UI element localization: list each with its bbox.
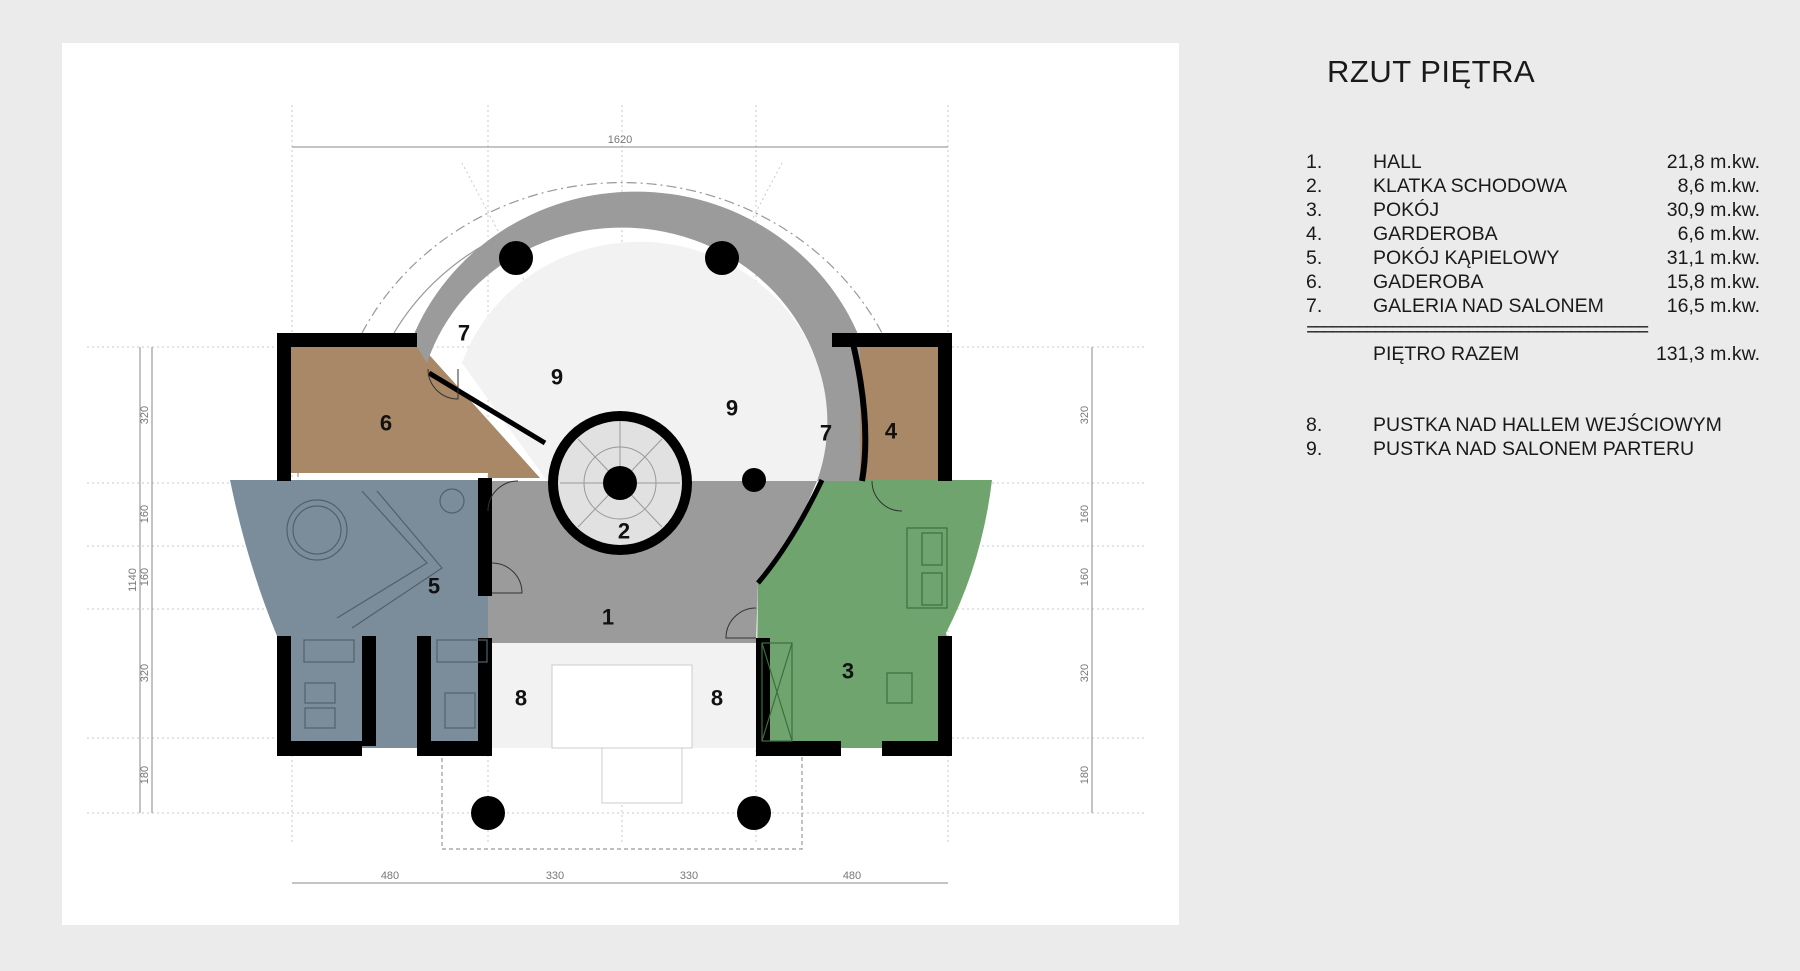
dim-left-5: 180	[139, 766, 151, 784]
legend-row-7: 7. GALERIA NAD SALONEM 16,5 m.kw.	[1300, 295, 1760, 319]
legend-area: 6,6 m.kw.	[1677, 223, 1760, 245]
dim-right-4: 320	[1079, 664, 1091, 682]
dim-left-4: 320	[139, 664, 151, 682]
room-3-bedroom	[756, 480, 992, 748]
bedroom-curved-wall	[756, 478, 825, 585]
legend-name: GADEROBA	[1373, 271, 1484, 293]
dim-left-3: 160	[139, 568, 151, 586]
partition-wall	[427, 370, 547, 446]
legend-name: PUSTKA NAD SALONEM PARTERU	[1373, 438, 1695, 460]
legend-row-3: 3. POKÓJ 30,9 m.kw.	[1300, 199, 1760, 223]
room-label-3: 3	[842, 659, 854, 684]
dim-left-total: 1140	[127, 568, 139, 592]
legend-title: RZUT PIĘTRA	[1327, 54, 1536, 89]
entrance-steps	[601, 747, 683, 804]
legend-row-6: 6. GADEROBA 15,8 m.kw.	[1300, 271, 1760, 295]
dim-right-2: 160	[1079, 505, 1091, 523]
legend-num: 1.	[1306, 151, 1323, 173]
legend-row-4: 4. GARDEROBA 6,6 m.kw.	[1300, 223, 1760, 247]
legend-name: HALL	[1373, 151, 1422, 173]
room-label-7-left: 7	[458, 321, 470, 346]
legend-total-row: PIĘTRO RAZEM 131,3 m.kw.	[1300, 343, 1760, 367]
legend-area: 15,8 m.kw.	[1666, 271, 1760, 293]
dim-bottom-4: 480	[843, 870, 861, 882]
legend-num: 5.	[1306, 247, 1323, 269]
room-label-4: 4	[885, 419, 898, 444]
room-label-2: 2	[618, 519, 630, 544]
legend-name: PUSTKA NAD HALLEM WEJŚCIOWYM	[1373, 414, 1722, 436]
columns	[471, 241, 771, 830]
legend-area: 21,8 m.kw.	[1666, 151, 1760, 173]
floor-plan-drawing: 1 2 3 4 5 6 7 7 8 8 9 9 1620 480 330 330…	[87, 105, 1147, 884]
legend-row-5: 5. POKÓJ KĄPIELOWY 31,1 m.kw.	[1300, 247, 1760, 271]
room-label-7-right: 7	[820, 421, 832, 446]
legend-row-1: 1. HALL 21,8 m.kw.	[1300, 151, 1760, 175]
entrance-stairs	[551, 664, 693, 749]
legend-num: 6.	[1306, 271, 1323, 293]
legend-area: 30,9 m.kw.	[1666, 199, 1760, 221]
dim-left-1: 320	[139, 406, 151, 424]
legend-void-row-8: 8. PUSTKA NAD HALLEM WEJŚCIOWYM	[1300, 414, 1760, 438]
bedroom-furniture	[761, 527, 948, 742]
legend-total-name: PIĘTRO RAZEM	[1373, 343, 1520, 365]
floor-plan-panel: 1 2 3 4 5 6 7 7 8 8 9 9 1620 480 330 330…	[62, 43, 1179, 925]
gallery-ring	[412, 191, 860, 481]
legend-name: POKÓJ	[1373, 199, 1440, 221]
legend-separator: ========================================	[1306, 320, 1649, 342]
legend-area: 31,1 m.kw.	[1666, 247, 1760, 269]
legend-name: KLATKA SCHODOWA	[1373, 175, 1567, 197]
void-9	[462, 241, 828, 481]
legend-num: 8.	[1306, 414, 1323, 436]
room-label-6: 6	[380, 411, 392, 436]
legend-name: GALERIA NAD SALONEM	[1373, 295, 1604, 317]
legend-num: 7.	[1306, 295, 1323, 317]
legend-name: POKÓJ KĄPIELOWY	[1373, 247, 1560, 269]
room-label-9-right: 9	[726, 396, 738, 421]
legend-row-2: 2. KLATKA SCHODOWA 8,6 m.kw.	[1300, 175, 1760, 199]
legend-num: 9.	[1306, 438, 1323, 460]
door-swings	[427, 368, 903, 639]
curved-wall	[849, 338, 869, 482]
stair-core	[603, 466, 637, 500]
room-label-8-left: 8	[515, 686, 527, 711]
room-label-9-left: 9	[551, 365, 563, 390]
bath-fixtures	[286, 488, 488, 729]
dim-top: 1620	[608, 134, 632, 146]
legend-num: 2.	[1306, 175, 1323, 197]
legend-num: 3.	[1306, 199, 1323, 221]
room-6-wardrobe	[277, 339, 540, 478]
room-label-1: 1	[602, 605, 614, 630]
room-label-8-right: 8	[711, 686, 723, 711]
legend-total-area: 131,3 m.kw.	[1655, 343, 1760, 365]
legend-void-row-9: 9. PUSTKA NAD SALONEM PARTERU	[1300, 438, 1760, 462]
legend-area: 16,5 m.kw.	[1666, 295, 1760, 317]
dim-left-2: 160	[139, 505, 151, 523]
room-5-bathroom	[230, 480, 488, 748]
dimension-lines	[139, 146, 1093, 884]
legend-area: 8,6 m.kw.	[1677, 175, 1760, 197]
dim-right-5: 180	[1079, 766, 1091, 784]
dim-bottom-1: 480	[381, 870, 399, 882]
legend-num: 4.	[1306, 223, 1323, 245]
dim-right-3: 160	[1079, 568, 1091, 586]
dim-bottom-2: 330	[546, 870, 564, 882]
dim-right-1: 320	[1079, 406, 1091, 424]
legend-name: GARDEROBA	[1373, 223, 1498, 245]
room-label-5: 5	[428, 574, 440, 599]
dim-bottom-3: 330	[680, 870, 698, 882]
